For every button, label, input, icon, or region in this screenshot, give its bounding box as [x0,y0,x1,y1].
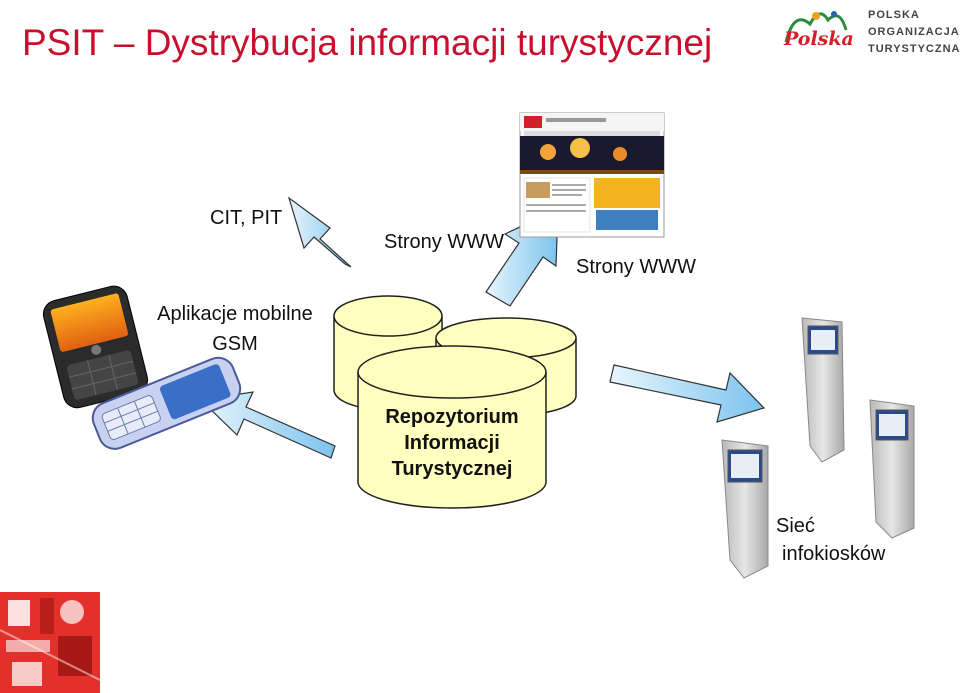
arrow-to-cit [287,196,352,268]
org-line-2: ORGANIZACJA [868,26,960,38]
kiosk-icon-bottom [721,439,769,579]
label-kiosk-line1: Sieć [776,515,815,537]
kiosk-icon-right [869,399,915,539]
smartphone-icon [42,285,149,409]
label-mobile-apps-line1: Aplikacje mobilne [157,303,313,325]
repository-label: Repozytorium Informacji Turystycznej [360,404,544,482]
label-kiosk-line2: infokiosków [782,543,886,565]
repository-label-line3: Turystycznej [391,458,513,480]
repository-label-line1: Repozytorium [385,406,519,428]
label-mobile-apps-line2: GSM [212,333,258,355]
label-kiosk-network: Sieć infokiosków [776,512,885,568]
repository-label-line2: Informacji [404,432,500,454]
label-cit-pit: CIT, PIT [210,207,283,229]
repository-cylinder-front [357,345,547,509]
mobile-phone-icon [91,356,242,450]
arrow-to-kiosks [609,364,766,423]
org-line-1: POLSKA [868,9,920,21]
page-title: PSIT – Dystrybucja informacji turystyczn… [22,22,713,63]
polska-logo-script: Polska [784,28,854,50]
org-line-3: TURYSTYCZNA [868,43,960,55]
label-www-right: Strony WWW [576,256,696,278]
website-screenshot [519,112,665,238]
label-mobile-apps: Aplikacje mobilne GSM [145,299,325,359]
org-name: POLSKA ORGANIZACJA TURYSTYCZNA [868,7,960,58]
polska-logo-icon [784,11,848,43]
polska-logo: Polska POLSKA ORGANIZACJA TURYSTYCZNA [776,2,960,62]
kiosk-icon-top [801,317,845,463]
decorative-red-graphic [0,592,101,693]
label-www-left: Strony WWW [384,231,504,253]
